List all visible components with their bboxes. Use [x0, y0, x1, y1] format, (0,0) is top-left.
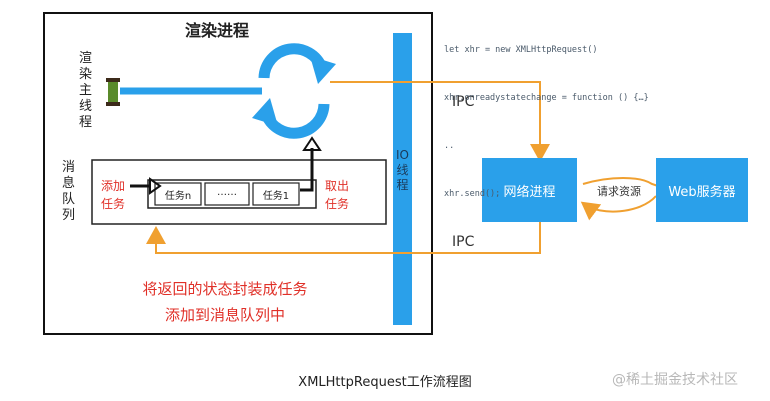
- ipc-label-top: IPC: [452, 94, 475, 110]
- take-task-label: 取出任务: [324, 179, 349, 211]
- task-n-label: 任务n: [164, 191, 192, 202]
- code-line: ..: [444, 141, 455, 151]
- code-snippet: let xhr = new XMLHttpRequest() xhr.onrea…: [444, 10, 649, 218]
- message-queue-frame: [91, 159, 387, 225]
- queue-container: [147, 179, 317, 209]
- network-process-label: 网络进程: [503, 185, 556, 200]
- task-ellipsis-label: ……: [217, 187, 237, 198]
- task-box: [204, 182, 250, 206]
- code-line: xhr.send();: [444, 189, 501, 199]
- task-1-label: 任务1: [262, 191, 290, 202]
- web-server-label: Web服务器: [668, 185, 736, 200]
- ipc-label-bottom: IPC: [452, 234, 475, 250]
- note-text: 将返回的状态封装成任务 添加到消息队列中: [110, 276, 340, 328]
- task-box: [252, 182, 300, 206]
- io-thread-label: IO线程: [396, 148, 409, 192]
- dequeue-arrow: [300, 148, 314, 192]
- thread-spool-icon: [106, 78, 120, 106]
- note-line: 添加到消息队列中: [164, 306, 285, 324]
- task-box: [154, 182, 202, 206]
- note-line: 将返回的状态封装成任务: [142, 280, 308, 298]
- network-process-box: [482, 158, 577, 222]
- web-server-box: [656, 158, 748, 222]
- event-loop-cycle-icon: [252, 43, 336, 139]
- request-resource-label: 请求资源: [597, 185, 641, 198]
- render-process-title: 渲染进程: [185, 21, 250, 40]
- ipc-response-arrow: [146, 222, 541, 254]
- render-process-frame: [43, 12, 433, 335]
- diagram-caption: XMLHttpRequest工作流程图: [298, 375, 472, 390]
- code-line: let xhr = new XMLHttpRequest(): [444, 45, 598, 55]
- message-queue-label: 消息队列: [62, 160, 76, 223]
- code-line: xhr.onreadystatechange = function () {…}: [444, 93, 649, 103]
- ipc-request-arrow: [330, 81, 550, 162]
- request-resource-return: [580, 195, 657, 221]
- request-resource-top: [582, 177, 659, 187]
- watermark: @稀土掘金技术社区: [612, 372, 738, 388]
- main-thread-label: 渲染主线程: [79, 51, 93, 130]
- add-task-label: 添加任务: [100, 179, 125, 211]
